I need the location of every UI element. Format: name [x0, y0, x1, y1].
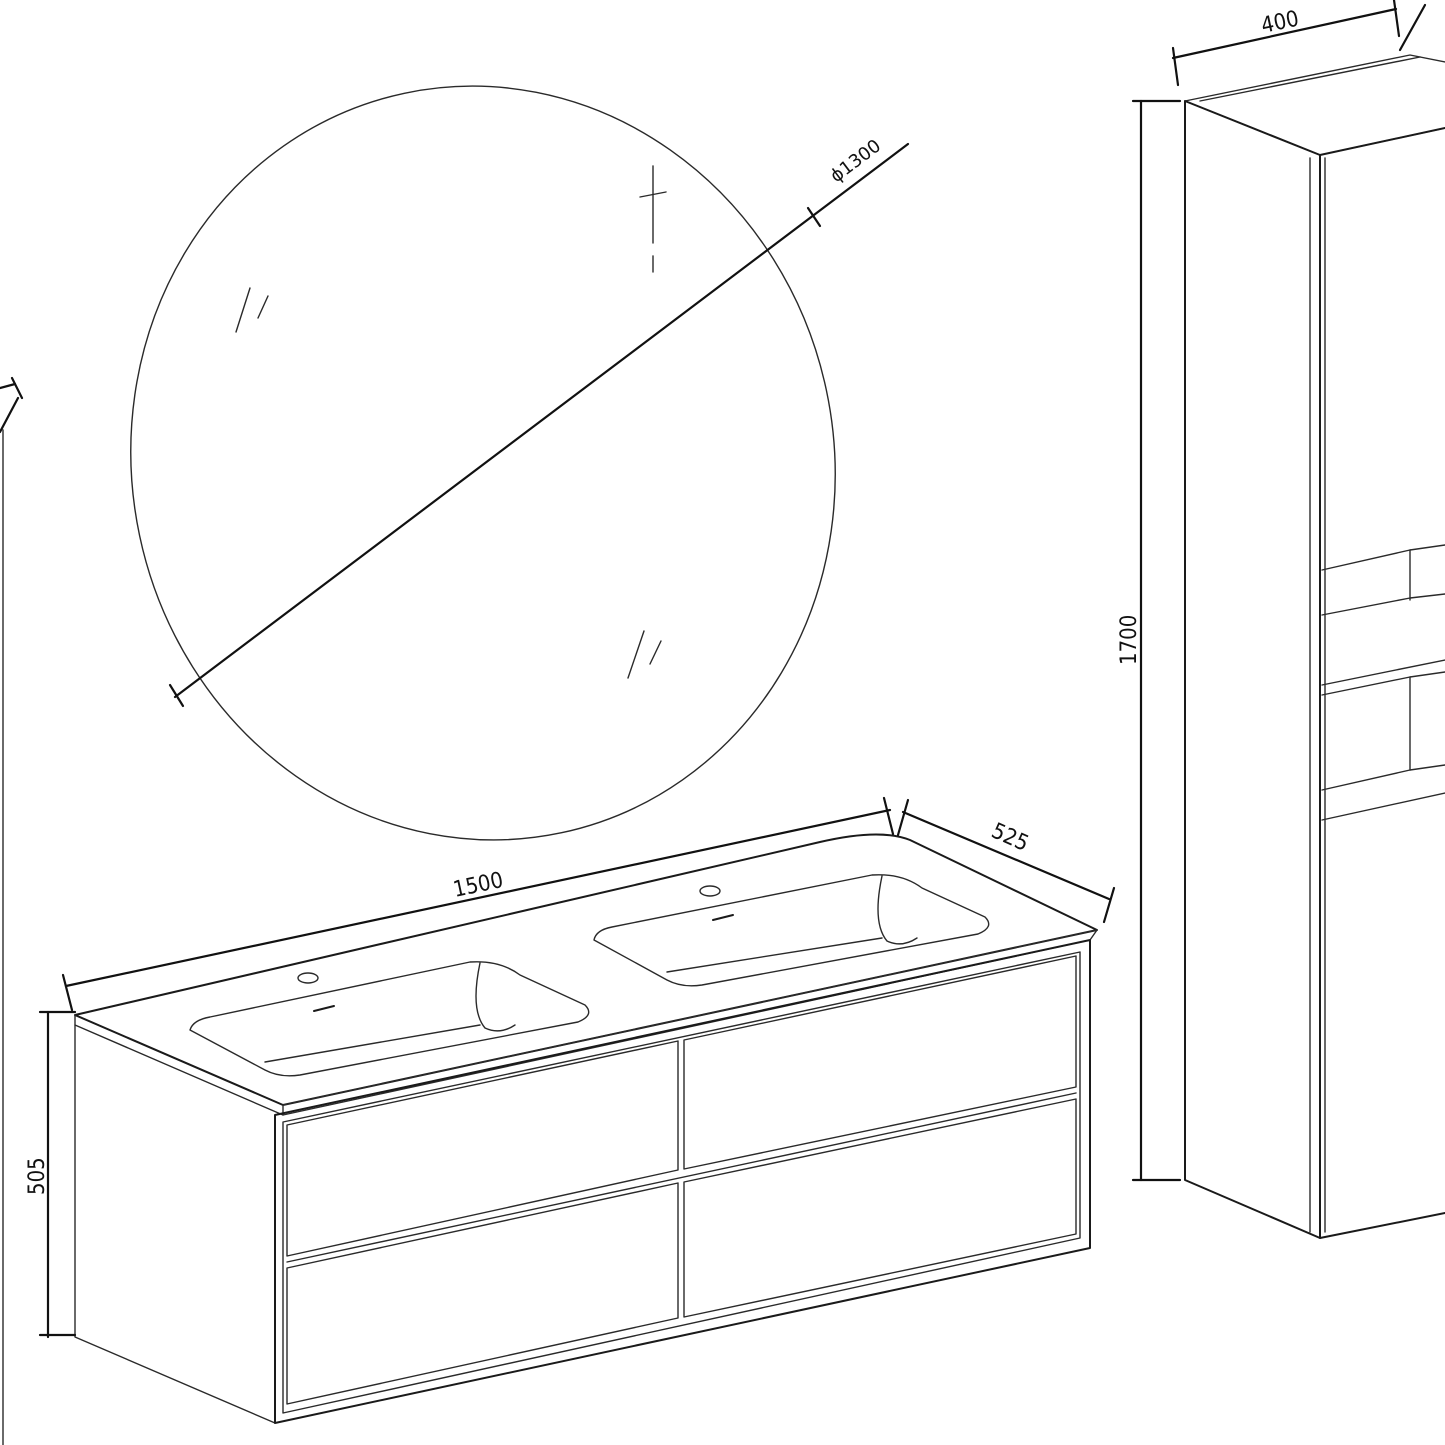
column-width-label: 400 [1259, 7, 1301, 39]
column-front [1319, 127, 1445, 1239]
mirror-diameter-line [173, 142, 910, 699]
drawer-top-left [286, 1040, 679, 1257]
cabinet-side [74, 1024, 276, 1424]
drawer-bottom-left [286, 1182, 679, 1405]
drawers [286, 955, 1077, 1405]
vanity-unit: 1500 525 505 [25, 796, 1116, 1424]
column-width-line [1171, 7, 1398, 60]
cabinet-front-frame [274, 939, 1091, 1424]
mirror-outline [130, 85, 836, 841]
mirror-diameter-label: ϕ1300 [826, 136, 885, 187]
vanity-height-label: 505 [25, 1157, 50, 1195]
mirror-diameter-tick-a [168, 683, 185, 708]
column-niches [1321, 544, 1445, 821]
round-mirror: ϕ1300 [130, 85, 910, 841]
drawer-bottom-right [683, 1098, 1077, 1318]
vanity-depth-line [901, 810, 1111, 901]
right-basin [593, 874, 990, 987]
column-height-label: 1700 [1117, 615, 1142, 665]
mirror-diameter-tick-b [806, 206, 822, 228]
tall-column-cabinet: 400 1700 [1117, 0, 1445, 1239]
column-top [1184, 54, 1445, 102]
vanity-width-label: 1500 [451, 868, 505, 903]
mirror-reflection-marks [235, 165, 667, 679]
countertop-top [74, 833, 1098, 1106]
vanity-width-line [64, 808, 892, 988]
column-side [1184, 100, 1321, 1239]
partial-left-cabinet [0, 376, 24, 1445]
drawer-top-right [683, 955, 1077, 1170]
left-basin [189, 961, 590, 1077]
